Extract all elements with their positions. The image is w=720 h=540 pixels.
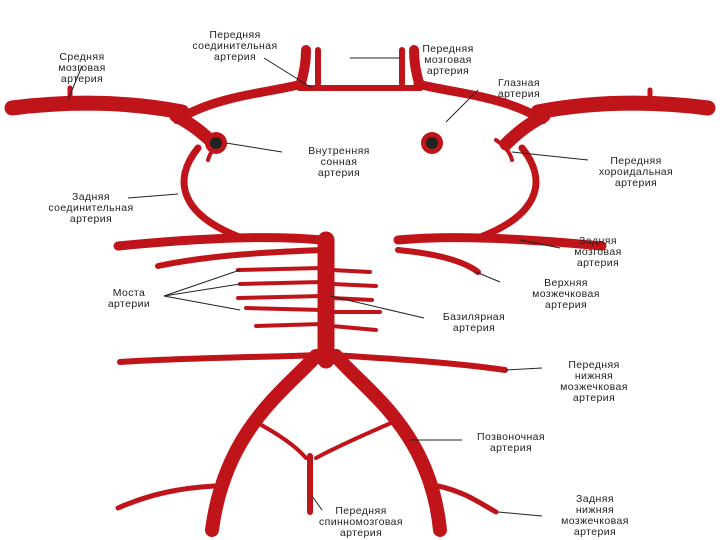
label-superior-cerebellar-artery: Верхняя мозжечковая артерия [532, 277, 600, 311]
pontine-artery-right-1 [330, 268, 372, 274]
posterior-inferior-cerebellar-artery-left [115, 483, 217, 511]
posterior-communicating-artery-right [474, 144, 540, 242]
leader-anterior-choroidal [511, 151, 589, 161]
pontine-artery-left-5 [254, 322, 324, 328]
label-posterior-communicating-artery: Задняя соединительная артерия [48, 191, 134, 225]
leader-anterior-spinal [311, 495, 323, 511]
ophthalmic-artery-right [522, 116, 546, 126]
anterior-cerebral-artery-left [183, 79, 307, 119]
label-middle-cerebral-artery: Средняя мозговая артерия [58, 51, 106, 85]
anterior-inferior-cerebellar-artery-right [329, 352, 508, 373]
pontine-artery-left-4 [244, 306, 324, 312]
superior-cerebellar-artery-right [395, 247, 481, 275]
vertebral-artery-left [205, 349, 323, 537]
middle-cerebral-artery-left [4, 95, 190, 120]
anterior-cerebral-trunk-right [409, 45, 425, 91]
anterior-choroidal-artery-right [494, 138, 514, 162]
leader-basilar [329, 295, 425, 319]
posterior-inferior-cerebellar-artery-right [435, 483, 499, 515]
label-basilar-artery: Базилярная артерия [442, 311, 506, 334]
middle-cerebral-artery-right [530, 95, 716, 120]
leader-anterior-communicating [263, 57, 313, 89]
internal-carotid-lumen-left [210, 137, 222, 149]
leader-posterior-cerebral [519, 239, 561, 249]
pontine-artery-left-2 [238, 280, 324, 286]
posterior-cerebral-artery-left [113, 233, 327, 251]
label-internal-carotid-artery: Внутренняя сонная артерия [308, 145, 370, 179]
label-anterior-cerebral-artery: Передняя мозговая артерия [422, 43, 474, 77]
label-anterior-choroidal-artery: Передняя хороидальная артерия [598, 155, 674, 189]
internal-carotid-lumen-right [426, 137, 438, 149]
vertebral-artery-right [329, 349, 447, 537]
leader-middle-cerebral [67, 65, 83, 101]
leader-pontine-2 [163, 283, 241, 297]
posterior-cerebral-artery-right [393, 233, 607, 251]
label-anterior-communicating-artery: Передняя соединительная артерия [192, 29, 278, 63]
label-pontine-arteries: Моста артерии [107, 287, 151, 310]
leader-posterior-communicating [127, 193, 179, 199]
pontine-artery-right-5 [330, 324, 378, 332]
label-anterior-spinal-artery: Передняя спинномозговая артерия [318, 505, 404, 539]
leader-internal-carotid [225, 142, 283, 153]
pontine-artery-left-3 [236, 294, 324, 300]
anterior-spinal-branch-right [314, 418, 400, 460]
anterior-inferior-cerebellar-artery-left [117, 352, 323, 365]
posterior-communicating-artery-left [180, 144, 246, 242]
label-vertebral-artery: Позвоночная артерия [477, 431, 545, 454]
ophthalmic-artery-left [174, 116, 198, 126]
leader-superior-cerebellar [475, 271, 501, 283]
superior-cerebellar-artery-left [155, 247, 325, 269]
label-anterior-inferior-cerebellar-artery: Передняя нижняя мозжечковая артерия [560, 359, 628, 404]
pontine-artery-right-2 [330, 282, 378, 288]
label-posterior-inferior-cerebellar-artery: Задняя нижняя мозжечковая артерия [561, 493, 629, 538]
anterior-spinal-branch-left [250, 418, 308, 460]
label-posterior-cerebral-artery: Задняя мозговая артерия [574, 235, 622, 269]
pontine-artery-left-1 [236, 266, 324, 272]
leader-anterior-inferior-cerebellar [505, 367, 543, 371]
leader-posterior-inferior-cerebellar [497, 511, 543, 517]
leader-pontine-1 [163, 269, 241, 297]
label-ophthalmic-artery: Глазная артерия [497, 77, 541, 100]
anterior-cerebral-trunk-left [295, 45, 311, 91]
leader-pontine-3 [163, 295, 241, 311]
leader-ophthalmic [445, 89, 479, 123]
